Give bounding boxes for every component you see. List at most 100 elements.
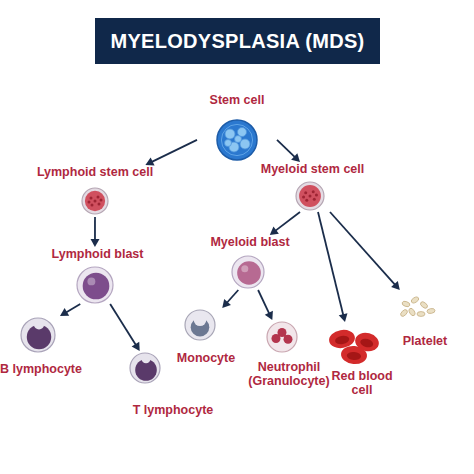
cell-label-group: B lymphocyte [0, 362, 85, 376]
cell-label-group: Myeloid blast [199, 235, 301, 249]
arrow-shaft [318, 212, 344, 316]
platelet-fragment [417, 312, 425, 317]
cell-label: Myeloid blast [199, 235, 301, 249]
cell-node: Red blood cell [328, 322, 396, 397]
red-cell-centre [346, 351, 361, 360]
stem-cell-granule [235, 136, 242, 143]
lineage-arrow [258, 290, 273, 320]
progenitor-chromatin [313, 198, 316, 201]
lineage-arrow [318, 212, 347, 322]
monocyte-notch [194, 313, 207, 326]
blast-nucleus [237, 261, 261, 285]
progenitor-chromatin [305, 199, 308, 202]
cell-node: B lymphocyte [3, 316, 79, 376]
lineage-arrow [277, 140, 300, 162]
cell-label: Stem cell [191, 93, 283, 107]
lineage-arrow [145, 140, 197, 166]
arrow-head [291, 153, 300, 162]
lymphocyte-notch [34, 319, 44, 329]
progenitor-cytoplasm [296, 182, 324, 210]
stem-cell-ring [221, 124, 252, 155]
cell-label: Monocyte [172, 351, 240, 365]
cell-node: Lymphoid blast [40, 247, 155, 304]
arrow-head [90, 239, 99, 247]
cell-label-group: Monocyte [172, 351, 240, 365]
cell-label: T lymphocyte [122, 403, 224, 417]
lineage-arrow [60, 304, 80, 316]
arrow-head [391, 281, 400, 290]
arrow-head [60, 308, 69, 316]
platelet-fragment [419, 301, 428, 310]
cell-node: Myeloid stem cell [250, 162, 375, 212]
arrow-shaft [110, 304, 136, 346]
arrow-shaft [151, 140, 197, 162]
cell-label: B lymphocyte [0, 362, 85, 376]
progenitor-chromatin [315, 193, 318, 196]
cell-label: Platelet [389, 334, 461, 348]
progenitor-chromatin [91, 204, 94, 207]
arrow-shaft [258, 290, 270, 315]
neutrophil-lobe [278, 328, 287, 337]
progenitor-chromatin [90, 197, 93, 200]
arrow-shaft [65, 304, 80, 313]
red-cell-disc [340, 345, 367, 365]
title-banner: MYELODYSPLASIA (MDS) [95, 18, 380, 64]
lineage-arrow [270, 212, 300, 235]
progenitor-chromatin [304, 191, 307, 194]
lymphocyte-cytoplasm [21, 318, 55, 352]
cell-node: Monocyte [178, 308, 234, 365]
stem-cell-granule [238, 128, 247, 137]
arrow-head [222, 299, 231, 308]
monocyte-cytoplasm [185, 310, 215, 340]
progenitor-chromatin [309, 195, 312, 198]
cell-label-group: Myeloid stem cell [244, 162, 381, 176]
progenitor-chromatin [302, 196, 305, 199]
arrow-head [145, 157, 154, 165]
arrow-head [132, 342, 140, 351]
platelet-fragment [401, 300, 410, 307]
platelet-fragment [410, 296, 419, 304]
arrow-head [265, 311, 273, 320]
lineage-arrow [222, 290, 238, 308]
arrow-shaft [275, 212, 300, 231]
cell-label-group: Lymphoid blast [34, 247, 161, 261]
red-cell-centre [359, 337, 374, 348]
lineage-arrow [110, 304, 140, 351]
progenitor-chromatin [98, 203, 101, 206]
cell-label: Lymphoid stem cell [19, 165, 171, 179]
progenitor-chromatin [100, 199, 103, 202]
arrow-shaft [226, 290, 238, 304]
stem-cell-body [217, 120, 257, 160]
cell-node: Platelet [395, 290, 455, 348]
blast-nucleolus [87, 277, 95, 285]
cell-label: Red blood cell [322, 369, 402, 397]
lymphocyte-cytoplasm [130, 353, 160, 383]
neutrophil-lobe [284, 335, 293, 344]
progenitor-cytoplasm [82, 188, 108, 214]
blast-cytoplasm [232, 256, 264, 288]
lineage-arrow [330, 212, 400, 290]
progenitor-nucleus [299, 185, 321, 207]
cell-node: Lymphoid stem cell [25, 165, 165, 217]
progenitor-chromatin [97, 196, 100, 199]
cell-label: Myeloid stem cell [244, 162, 381, 176]
progenitor-chromatin [88, 201, 91, 204]
platelet-fragment [427, 308, 436, 314]
cell-label-group: Lymphoid stem cell [19, 165, 171, 179]
cell-label-group: Stem cell [191, 93, 283, 107]
lymphocyte-notch [142, 354, 151, 363]
platelet-fragment [399, 308, 408, 317]
cell-label-group: Red blood cell [322, 369, 402, 397]
red-cell-centre [334, 335, 349, 345]
arrow-head [270, 227, 279, 235]
cell-node: Stem cell [197, 93, 277, 163]
lineage-arrow [90, 217, 99, 247]
cell-label-group: T lymphocyte [122, 403, 224, 417]
progenitor-nucleus [85, 191, 105, 211]
blast-nucleolus [241, 265, 248, 272]
stem-cell-granule [225, 129, 235, 139]
progenitor-chromatin [312, 190, 315, 193]
cell-label-group: Platelet [389, 334, 461, 348]
